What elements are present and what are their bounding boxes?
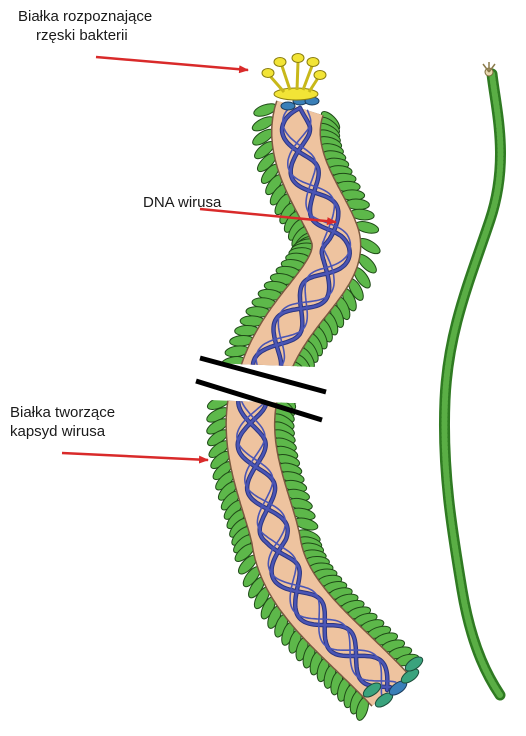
receptor-proteins-arrow bbox=[96, 57, 248, 70]
whole-virus-filament-highlight bbox=[444, 74, 500, 695]
whole-virus-filament bbox=[444, 74, 500, 695]
receptor-proteins-icon bbox=[262, 54, 326, 101]
capsid-upper-segment bbox=[217, 101, 382, 399]
viral-dna-label: DNA wirusa bbox=[143, 193, 221, 212]
capsid-proteins-label-line1: Białka tworzące bbox=[10, 403, 115, 422]
viral-dna-label-text: DNA wirusa bbox=[143, 193, 221, 212]
capsid-proteins-label-line2: kapsyd wirusa bbox=[10, 422, 115, 441]
capsid-proteins-label: Białka tworzące kapsyd wirusa bbox=[10, 403, 115, 441]
capsid-lower-segment bbox=[204, 371, 420, 721]
receptor-proteins-label-line1: Białka rozpoznające bbox=[18, 7, 152, 26]
receptor-proteins-label-line2: rzęski bakterii bbox=[18, 26, 152, 45]
capsid-proteins-arrow bbox=[62, 453, 208, 460]
receptor-proteins-label: Białka rozpoznające rzęski bakterii bbox=[18, 7, 152, 45]
